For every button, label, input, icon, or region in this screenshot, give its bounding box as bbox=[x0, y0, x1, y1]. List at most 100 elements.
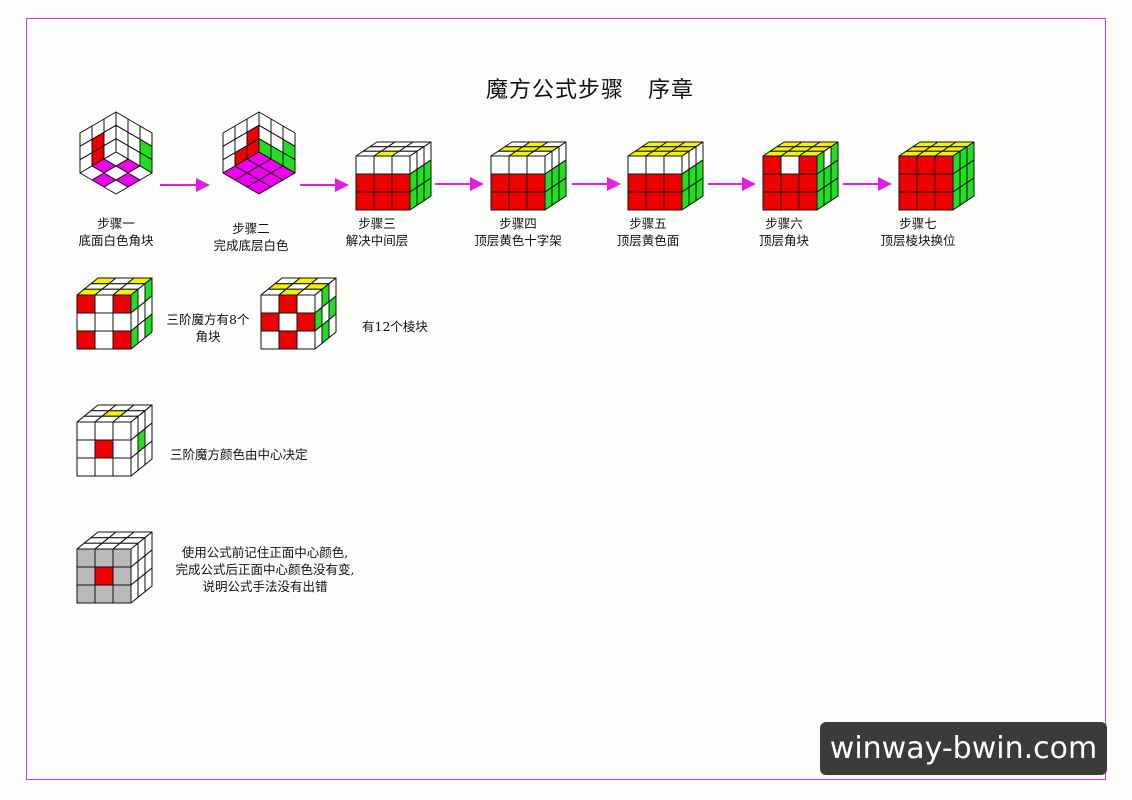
step-2-name: 步骤二 bbox=[232, 221, 270, 236]
cube-corners-front-sticker-7 bbox=[94, 330, 114, 350]
cube-step-3-front-sticker-1 bbox=[373, 155, 393, 175]
arrow-2-3 bbox=[300, 178, 349, 192]
arrow-1-2 bbox=[160, 178, 210, 192]
cube-formula-front-sticker-2 bbox=[112, 548, 132, 568]
cube-step-7-front-sticker-4 bbox=[916, 173, 936, 193]
cube-step-3-front-sticker-5 bbox=[391, 173, 411, 193]
cube-corners-front-sticker-2 bbox=[112, 294, 132, 314]
cube-step-4-right-sticker-7 bbox=[551, 182, 560, 206]
cube-step-7-front-sticker-2 bbox=[934, 155, 954, 175]
arrow-1-2-head bbox=[196, 178, 210, 192]
cube-edges-front-sticker-3 bbox=[260, 312, 280, 332]
cube-step-4-front-sticker-0 bbox=[490, 155, 510, 175]
step-7-name: 步骤七 bbox=[899, 216, 937, 231]
cube-step-3-front-sticker-4 bbox=[373, 173, 393, 193]
cube-step-4-front-sticker-6 bbox=[490, 191, 510, 211]
cube-step-3-right-sticker-6 bbox=[409, 186, 418, 211]
cube-centers-front-sticker-4 bbox=[94, 439, 114, 459]
step-4-caption: 步骤四 顶层黄色十字架 bbox=[474, 215, 562, 249]
cube-step-7-front-sticker-6 bbox=[898, 191, 918, 211]
cube-corners bbox=[76, 277, 153, 350]
step-6-name: 步骤六 bbox=[765, 216, 803, 231]
cube-step-7-front-sticker-5 bbox=[934, 173, 954, 193]
cube-edges-front-sticker-2 bbox=[296, 294, 316, 314]
cube-step-7-front-sticker-7 bbox=[916, 191, 936, 211]
step-1-desc: 底面白色角块 bbox=[78, 233, 154, 248]
cube-centers-front-sticker-2 bbox=[112, 421, 132, 441]
step-5-name: 步骤五 bbox=[629, 216, 667, 231]
cube-edges-right-sticker-8 bbox=[328, 313, 337, 339]
cube-formula-front-sticker-0 bbox=[76, 548, 96, 568]
cube-step-6-front-sticker-3 bbox=[762, 173, 782, 193]
cube-corners-front-sticker-8 bbox=[112, 330, 132, 350]
cube-corners-front-sticker-1 bbox=[94, 294, 114, 314]
cube-centers-front-sticker-7 bbox=[94, 457, 114, 477]
cube-centers-front-sticker-8 bbox=[112, 457, 132, 477]
cube-step-4-front-sticker-3 bbox=[490, 173, 510, 193]
arrow-6-7-head bbox=[878, 177, 892, 191]
step-3-desc: 解决中间层 bbox=[345, 233, 409, 248]
cube-step-6-right-sticker-6 bbox=[816, 186, 825, 211]
corners-note-line2: 角块 bbox=[195, 329, 221, 344]
cube-step-7-right-sticker-8 bbox=[966, 177, 975, 202]
cube-step-3-front-sticker-8 bbox=[391, 191, 411, 211]
cube-centers-front-sticker-6 bbox=[76, 457, 96, 477]
cube-step-5-front-sticker-0 bbox=[627, 155, 647, 175]
cube-step-1-bottom-sticker-8 bbox=[103, 179, 129, 195]
arrow-5-6-head bbox=[742, 177, 756, 191]
cube-step-7-front-sticker-0 bbox=[898, 155, 918, 175]
cube-step-6 bbox=[762, 141, 839, 211]
cube-step-5-front-sticker-1 bbox=[645, 155, 665, 175]
cube-formula-right-sticker-8 bbox=[144, 567, 153, 593]
step-2-caption: 步骤二 完成底层白色 bbox=[213, 220, 288, 254]
arrow-2-3-head bbox=[335, 178, 349, 192]
cube-formula-front-sticker-7 bbox=[94, 584, 114, 604]
cube-step-3-front-sticker-2 bbox=[391, 155, 411, 175]
step-6-desc: 顶层角块 bbox=[758, 233, 810, 248]
corners-note-line1: 三阶魔方有8个 bbox=[166, 312, 250, 327]
cube-corners-front-sticker-3 bbox=[76, 312, 96, 332]
cube-formula-front-sticker-6 bbox=[76, 584, 96, 604]
cube-step-7-right-sticker-7 bbox=[959, 182, 968, 206]
cube-edges-front-sticker-0 bbox=[260, 294, 280, 314]
cube-step-7-front-sticker-1 bbox=[916, 155, 936, 175]
cube-step-6-right-sticker-7 bbox=[823, 182, 832, 206]
cube-corners-right-sticker-8 bbox=[144, 313, 153, 339]
cube-step-3-right-sticker-8 bbox=[423, 177, 432, 202]
cube-centers-front-sticker-5 bbox=[112, 439, 132, 459]
cube-step-7-front-sticker-8 bbox=[934, 191, 954, 211]
cube-step-4-front-sticker-4 bbox=[508, 173, 528, 193]
step-7-desc: 顶层棱块换位 bbox=[880, 233, 956, 248]
cube-step-5-front-sticker-8 bbox=[663, 191, 683, 211]
cube-step-6-front-sticker-2 bbox=[798, 155, 818, 175]
cube-step-5-front-sticker-3 bbox=[627, 173, 647, 193]
cube-step-3-front-sticker-7 bbox=[373, 191, 393, 211]
cube-formula bbox=[76, 531, 153, 604]
cube-step-5-front-sticker-6 bbox=[627, 191, 647, 211]
cube-step-3-front-sticker-6 bbox=[355, 191, 375, 211]
arrow-6-7 bbox=[843, 177, 892, 191]
cube-corners-front-sticker-0 bbox=[76, 294, 96, 314]
cube-step-5-right-sticker-6 bbox=[681, 186, 690, 211]
cube-step-7-right-sticker-6 bbox=[952, 186, 961, 211]
cube-corners-front-sticker-4 bbox=[94, 312, 114, 332]
watermark-badge: winway-bwin.com bbox=[820, 722, 1107, 775]
cube-step-4-right-sticker-6 bbox=[544, 186, 553, 211]
page-title: 魔方公式步骤 序章 bbox=[486, 78, 694, 103]
step-2-desc: 完成底层白色 bbox=[213, 238, 289, 253]
step-6-caption: 步骤六 顶层角块 bbox=[759, 215, 809, 249]
cube-step-4-right-sticker-8 bbox=[558, 177, 567, 202]
cube-edges-front-sticker-7 bbox=[278, 330, 298, 350]
cube-step-2-bottom-sticker-8 bbox=[246, 179, 272, 195]
cube-formula-front-sticker-1 bbox=[94, 548, 114, 568]
step-3-caption: 步骤三 解决中间层 bbox=[346, 215, 409, 249]
cube-step-5-right-sticker-7 bbox=[688, 182, 697, 206]
cube-step-6-front-sticker-4 bbox=[780, 173, 800, 193]
cube-formula-front-sticker-4 bbox=[94, 566, 114, 586]
cube-step-3 bbox=[355, 141, 432, 211]
page-frame bbox=[26, 18, 1106, 780]
step-1-name: 步骤一 bbox=[97, 216, 135, 231]
cube-step-4-front-sticker-7 bbox=[508, 191, 528, 211]
formula-note-line2: 完成公式后正面中心颜色没有变, bbox=[175, 562, 355, 577]
